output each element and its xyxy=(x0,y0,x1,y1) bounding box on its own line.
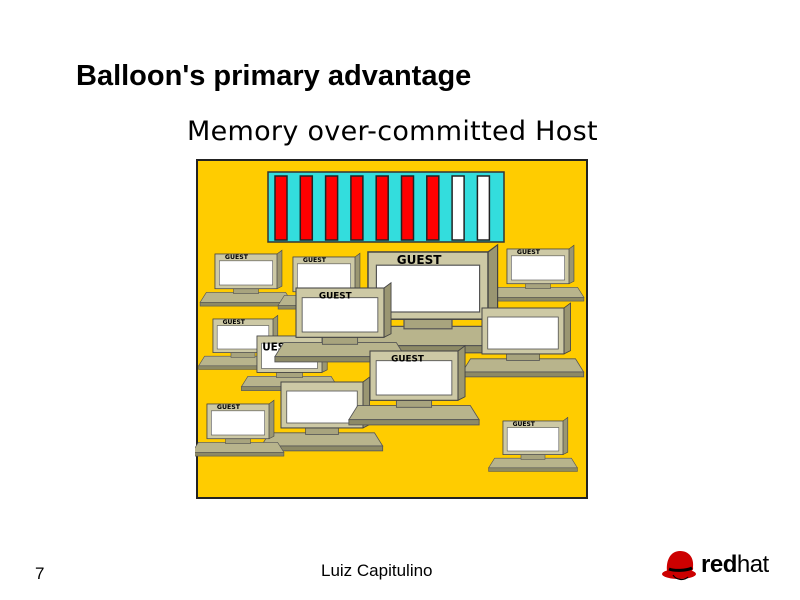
guest-label: GUEST xyxy=(513,421,536,428)
guest-label: GUEST xyxy=(223,319,246,326)
guest-vm: GUEST xyxy=(195,399,285,457)
logo-word-hat: hat xyxy=(736,551,769,578)
guest-vm: GUEST xyxy=(277,252,371,310)
overcommit-diagram: GUEST GUEST GUEST GUEST GUEST UES GUEST … xyxy=(195,159,588,499)
memory-slot-used xyxy=(426,175,440,241)
memory-slot-used xyxy=(299,175,314,241)
logo-word-red: red xyxy=(701,551,737,578)
guest-label: GUEST xyxy=(319,292,352,302)
diagram-title: Memory over-committed Host xyxy=(187,116,598,147)
guest-label: GUEST xyxy=(303,257,327,264)
memory-slot-used xyxy=(375,175,389,241)
guest-vm: GUEST xyxy=(488,417,578,472)
memory-slot-used xyxy=(400,175,415,241)
memory-slot-used xyxy=(324,175,339,241)
memory-slot-free xyxy=(476,175,491,241)
redhat-logo-text: redhat xyxy=(701,551,769,579)
slide-number: 7 xyxy=(35,564,45,583)
author-name: Luiz Capitulino xyxy=(321,561,433,580)
guest-label: GUEST xyxy=(397,253,442,267)
guest-vm: GUEST xyxy=(199,249,293,307)
memory-slot-used xyxy=(274,175,288,241)
redhat-shadowman-icon xyxy=(662,551,696,581)
guest-label: GUEST xyxy=(225,254,249,261)
guest-vm: GUEST xyxy=(491,244,585,302)
guest-vm: GUEST xyxy=(198,315,288,370)
memory-slot-free xyxy=(451,175,465,241)
memory-bank xyxy=(267,171,505,243)
guest-vm: GUEST xyxy=(348,345,480,426)
guest-vm: GUEST xyxy=(338,244,518,354)
guest-label: GUEST xyxy=(517,249,541,256)
guest-label: GUEST xyxy=(391,355,424,365)
memory-slot-used xyxy=(350,175,364,241)
guest-label: GUEST xyxy=(217,404,241,411)
guest-vm: GUEST xyxy=(274,282,406,363)
slide-title: Balloon's primary advantage xyxy=(76,60,472,92)
